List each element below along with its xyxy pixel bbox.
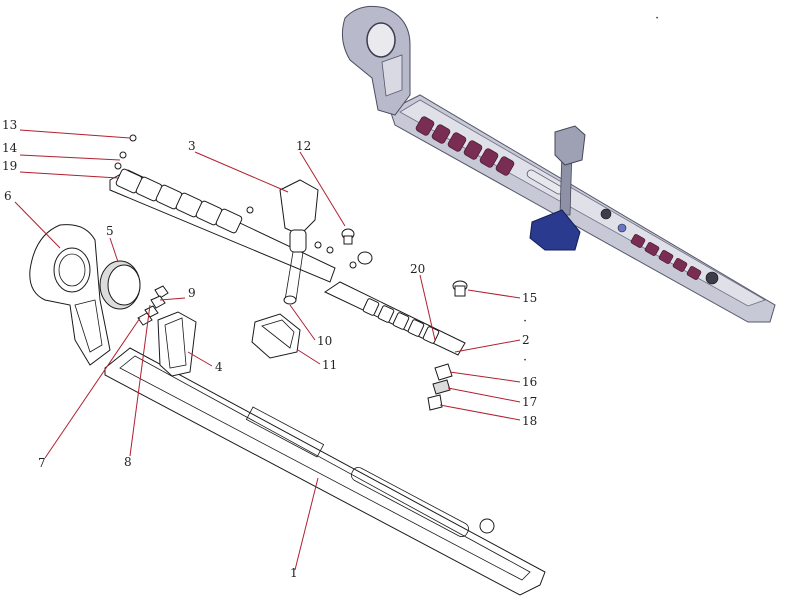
part-17-switch-base bbox=[432, 379, 451, 395]
callout-10: 10 bbox=[317, 334, 332, 348]
callout-16: 16 bbox=[522, 375, 537, 389]
callout-9: 9 bbox=[188, 286, 196, 300]
part-18-clip bbox=[427, 394, 443, 411]
callout-6: 6 bbox=[4, 189, 12, 203]
callout-17: 17 bbox=[522, 395, 537, 409]
callout-20: 20 bbox=[410, 262, 425, 276]
callout-11: 11 bbox=[322, 358, 337, 372]
assembled-end-knob bbox=[705, 271, 719, 285]
callout-labels: 13 14 19 6 5 3 12 9 4 7 8 10 11 20 15 · … bbox=[2, 11, 659, 580]
part-1-base-rail bbox=[104, 347, 546, 596]
part-12-knob bbox=[341, 228, 373, 265]
part-15-cap bbox=[452, 280, 468, 297]
callout-3: 3 bbox=[188, 139, 196, 153]
callout-15: 15 bbox=[522, 291, 537, 305]
part-4-bracket bbox=[157, 311, 197, 377]
separator-3: · bbox=[655, 11, 659, 26]
separator-2: · bbox=[523, 353, 527, 368]
callout-14: 14 bbox=[2, 141, 18, 155]
part-6-head-housing bbox=[29, 224, 111, 366]
assembled-render bbox=[341, 5, 776, 323]
part-2-key-plate bbox=[323, 281, 466, 356]
callout-12: 12 bbox=[296, 139, 311, 153]
assembled-blue-base bbox=[529, 209, 581, 251]
callout-5: 5 bbox=[106, 224, 114, 238]
assembled-window bbox=[381, 54, 403, 97]
assembled-head-lens bbox=[366, 22, 396, 58]
assembled-button-b bbox=[617, 223, 627, 233]
callout-2: 2 bbox=[522, 333, 530, 347]
callout-18: 18 bbox=[522, 414, 537, 428]
callout-7: 7 bbox=[38, 456, 46, 470]
callout-1: 1 bbox=[290, 566, 298, 580]
leader-lines bbox=[14, 129, 521, 571]
part-5-lens-ring bbox=[99, 260, 141, 310]
callout-19: 19 bbox=[2, 159, 17, 173]
assembled-joystick-handle bbox=[554, 125, 586, 166]
part-3-joystick bbox=[279, 179, 319, 305]
callout-4: 4 bbox=[215, 360, 223, 374]
callout-13: 13 bbox=[2, 118, 17, 132]
assembled-keys-row-1 bbox=[415, 116, 515, 176]
part-19-key-module bbox=[109, 168, 336, 283]
assembled-button-a bbox=[600, 208, 612, 220]
part-16-switch bbox=[434, 363, 453, 381]
part-11-base-block bbox=[251, 313, 301, 359]
assembled-keys-row-2 bbox=[630, 234, 702, 280]
callout-8: 8 bbox=[124, 455, 132, 469]
separator-1: · bbox=[523, 314, 527, 329]
